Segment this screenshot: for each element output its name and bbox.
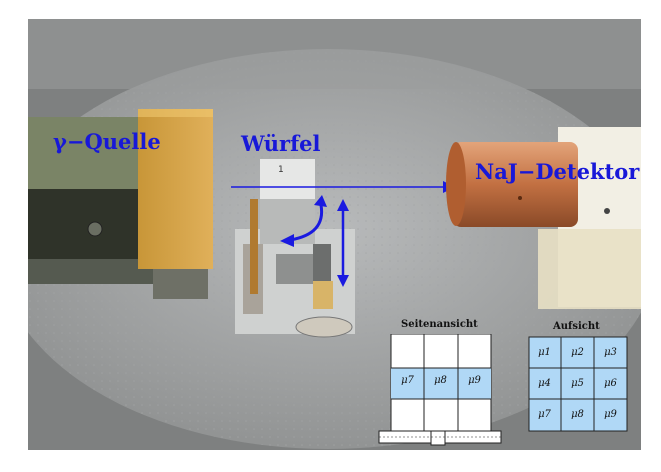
top-cell-8: μ8: [571, 409, 584, 420]
side-cell-3: μ9: [468, 375, 481, 386]
side-view-diagram: [378, 334, 502, 446]
side-cell-1: μ7: [401, 375, 414, 386]
source-housing: [138, 109, 213, 269]
top-cell-9: μ9: [604, 409, 617, 420]
top-cell-4: μ4: [538, 378, 551, 389]
top-cell-7: μ7: [538, 409, 551, 420]
detector-crystal: [453, 142, 578, 227]
cube-face-number: 1: [278, 165, 284, 175]
top-cell-2: μ2: [571, 347, 584, 358]
detector-label: NaJ−Detektor: [475, 159, 640, 184]
side-view-title: Seitenansicht: [401, 319, 478, 330]
top-view-title: Aufsicht: [553, 321, 600, 332]
source-label: γ−Quelle: [53, 129, 161, 154]
top-view-diagram: [528, 336, 628, 432]
top-cell-6: μ6: [604, 378, 617, 389]
source-body: [28, 189, 148, 259]
source-rail: [28, 117, 138, 189]
cube-label: Würfel: [241, 131, 321, 156]
top-cell-5: μ5: [571, 378, 584, 389]
side-cell-2: μ8: [434, 375, 447, 386]
rotation-arrow: [289, 204, 324, 242]
cube: [260, 159, 315, 199]
top-cell-1: μ1: [538, 347, 551, 358]
top-cell-3: μ3: [604, 347, 617, 358]
adjustment-knob: [295, 316, 353, 338]
photo: γ−Quelle Würfel NaJ−Detektor 1 Seitenans…: [28, 19, 641, 450]
